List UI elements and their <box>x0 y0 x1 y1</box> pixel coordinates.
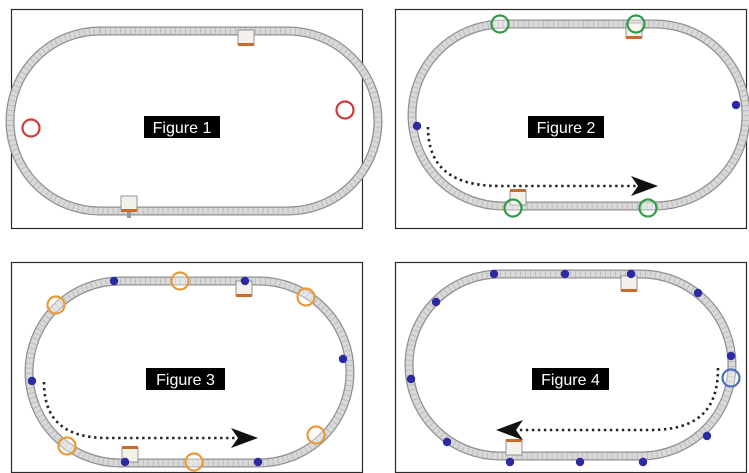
figure-2-panel: Figure 2 <box>394 8 749 230</box>
checkpoint-ring <box>721 368 741 388</box>
figure-2-dots <box>412 100 741 131</box>
figure-1-label: Figure 1 <box>144 116 220 138</box>
figure-4-panel: Figure 4 <box>394 261 748 473</box>
waypoint-dot <box>626 269 636 279</box>
checkpoint-ring <box>21 118 41 138</box>
checkpoint-ring <box>296 287 316 307</box>
waypoint-dot <box>638 457 648 467</box>
checkpoint-ring <box>638 198 658 218</box>
station-icon <box>509 189 527 206</box>
figure-2-checkpoints <box>490 14 658 218</box>
figure-3-panel: Figure 3 <box>10 261 364 473</box>
figure-4-checkpoints <box>721 368 741 388</box>
waypoint-dot <box>109 276 119 286</box>
figure-1-track <box>5 26 383 216</box>
waypoint-dot <box>693 288 703 298</box>
direction-arrow <box>426 126 658 196</box>
arrow-right-icon <box>631 176 658 196</box>
station-icon <box>120 195 138 218</box>
waypoint-dot <box>412 121 422 131</box>
waypoint-dot <box>406 374 416 384</box>
waypoint-dot <box>253 457 263 467</box>
waypoint-dot <box>27 376 37 386</box>
figure-3-checkpoints <box>46 271 326 472</box>
waypoint-dot <box>702 431 712 441</box>
station-icon <box>237 29 255 46</box>
checkpoint-ring <box>335 100 355 120</box>
checkpoint-ring <box>57 436 77 456</box>
figure-4-frame <box>394 261 748 473</box>
checkpoint-ring <box>503 198 523 218</box>
station-icon <box>505 439 523 456</box>
figure-2-label: Figure 2 <box>528 116 604 138</box>
direction-arrow <box>496 367 720 440</box>
figure-label: Figure 3 <box>156 372 215 389</box>
arrow-left-icon <box>496 420 523 440</box>
direction-arrow <box>42 381 258 448</box>
figure-1-panel: Figure 1 <box>5 8 383 230</box>
waypoint-dot <box>731 100 741 110</box>
figure-label: Figure 4 <box>541 372 600 389</box>
checkpoint-ring <box>306 425 326 445</box>
figure-label: Figure 1 <box>153 120 212 137</box>
figure-1-checkpoints <box>21 100 355 138</box>
waypoint-dot <box>431 297 441 307</box>
waypoint-dot <box>338 354 348 364</box>
checkpoint-ring <box>46 295 66 315</box>
waypoint-dot <box>560 269 570 279</box>
waypoint-dot <box>442 437 452 447</box>
arrow-right-icon <box>231 428 258 448</box>
waypoint-dot <box>489 269 499 279</box>
station-icon <box>620 275 638 292</box>
figure-label: Figure 2 <box>537 120 596 137</box>
figure-2-track <box>407 19 749 211</box>
checkpoint-ring <box>490 14 510 34</box>
checkpoint-ring <box>184 452 204 472</box>
waypoint-dot <box>726 351 736 361</box>
waypoint-dot <box>575 457 585 467</box>
waypoint-dot <box>505 457 515 467</box>
figure-4-dots <box>406 269 736 467</box>
figure-3-label: Figure 3 <box>146 368 225 390</box>
waypoint-dot <box>120 457 130 467</box>
checkpoint-ring <box>170 271 190 291</box>
figure-4-track <box>404 269 737 461</box>
figure-4-label: Figure 4 <box>532 368 609 390</box>
figure-3-dots <box>27 276 348 467</box>
checkpoint-ring <box>626 14 646 34</box>
waypoint-dot <box>240 276 250 286</box>
